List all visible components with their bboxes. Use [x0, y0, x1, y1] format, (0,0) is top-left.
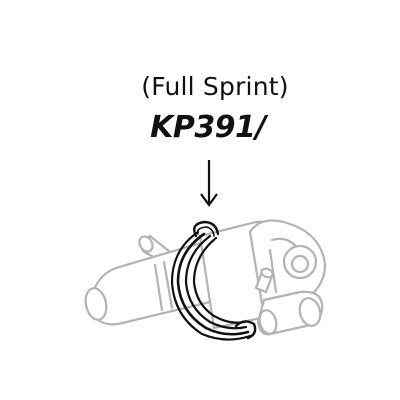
- spring-clip: [170, 220, 257, 341]
- down-arrow-icon: [200, 160, 218, 207]
- product-variant-label: (Full Sprint): [141, 72, 289, 101]
- part-number-label: KP391/: [150, 110, 266, 145]
